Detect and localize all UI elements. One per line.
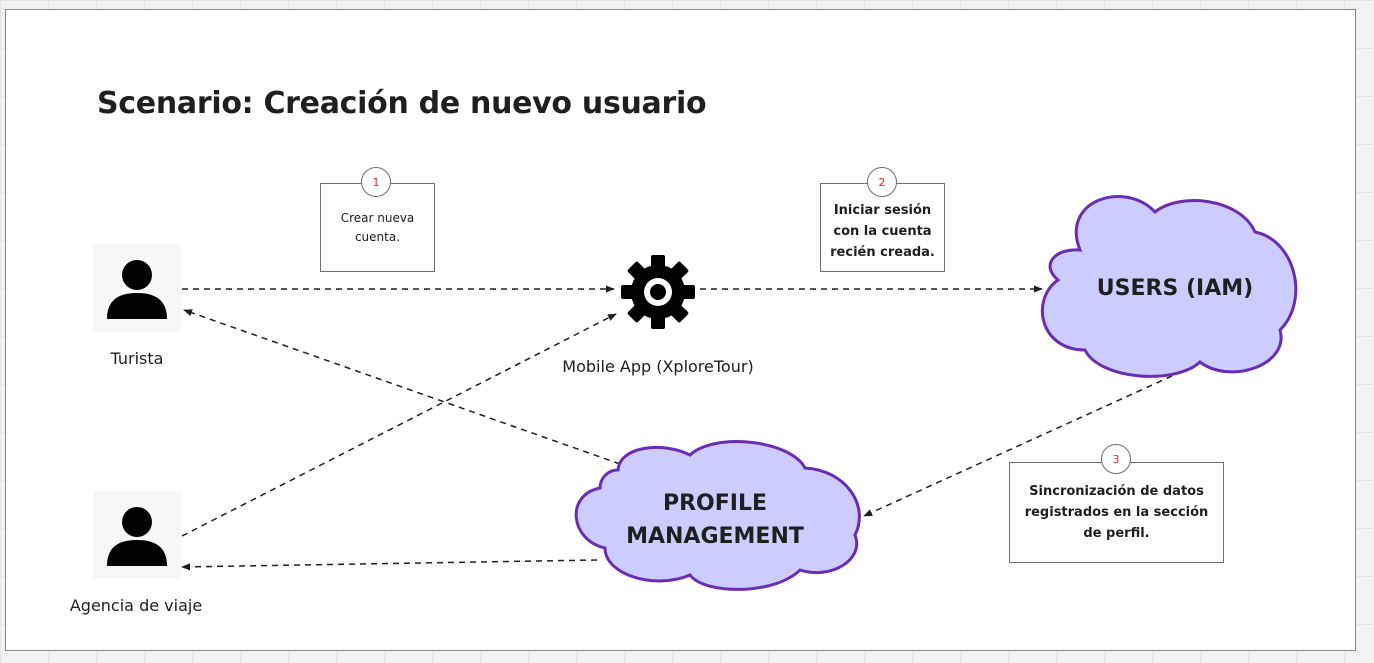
turista-actor[interactable]: [93, 244, 181, 332]
step-3-text: Sincronización de datos registrados en l…: [1024, 484, 1209, 541]
users-iam-label: USERS (IAM): [1096, 276, 1254, 301]
agencia-label: Agencia de viaje: [69, 596, 203, 615]
step-2-badge: 2: [867, 167, 897, 197]
connector-profile-to-agencia: [181, 559, 598, 571]
user-icon: [107, 507, 167, 566]
step-3-badge: 3: [1101, 444, 1131, 474]
mobile-app-label: Mobile App (XploreTour): [562, 357, 754, 376]
connector-profile-to-turista: [183, 309, 621, 465]
turista-label: Turista: [110, 349, 164, 368]
step-2-text: Iniciar sesión con la cuenta recién crea…: [830, 203, 935, 260]
step-2-note: Iniciar sesión con la cuenta recién crea…: [820, 183, 945, 272]
mobile-app-node[interactable]: [618, 252, 698, 332]
agencia-actor[interactable]: [93, 491, 181, 579]
step-1-badge: 1: [361, 167, 391, 197]
step-1-text: Crear nueva cuenta.: [340, 210, 415, 244]
profile-management-label: PROFILE MANAGEMENT: [626, 491, 804, 549]
user-icon: [107, 260, 167, 319]
gear-icon: [621, 255, 695, 329]
step-1-note: Crear nueva cuenta.: [320, 183, 435, 272]
connector-users-to-profile: [863, 375, 1173, 517]
users-iam-cloud[interactable]: [1041, 195, 1298, 378]
diagram-title: Scenario: Creación de nuevo usuario: [97, 86, 707, 121]
connector-agencia-to-app: [181, 313, 617, 537]
profile-management-cloud[interactable]: [574, 440, 861, 591]
step-3-note: Sincronización de datos registrados en l…: [1009, 462, 1224, 563]
